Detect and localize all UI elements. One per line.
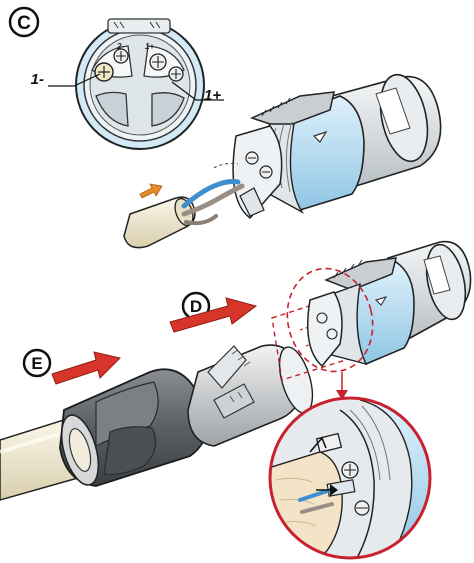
svg-text:2-: 2-: [116, 42, 124, 51]
arrow-mark: [312, 130, 328, 143]
highlight-ellipse: [286, 267, 374, 373]
connector-top: [232, 73, 442, 220]
orange-insert-arrow: [139, 183, 163, 199]
step-d-label: D: [190, 297, 202, 316]
pin-plus-label: 1+: [204, 87, 221, 104]
latch-tab: [107, 18, 171, 34]
step-d-badge: D: [181, 291, 211, 321]
step-e-arrow: [51, 351, 121, 385]
wire-blue: [181, 179, 241, 209]
detail-circle: [268, 396, 432, 560]
step-c-label: C: [17, 13, 31, 34]
step-e-badge: E: [22, 348, 52, 378]
screw-1-minus: [94, 62, 114, 82]
svg-text:1+: 1+: [145, 42, 154, 51]
step-e-label: E: [31, 354, 42, 373]
pin-labels: 1- 1+: [31, 71, 224, 104]
screw-4: [168, 66, 184, 82]
step-c-badge: C: [8, 6, 40, 38]
chuck-clamp: [187, 344, 314, 447]
connector-bottom: [307, 240, 472, 368]
insert-front-view: 2- 1+: [75, 18, 205, 150]
cable-top: [123, 163, 245, 249]
screw-2: [113, 48, 129, 64]
step-d-arrow: [169, 297, 258, 333]
wire-brown: [181, 183, 245, 217]
chuck-nut: [59, 368, 208, 487]
pin-minus-label: 1-: [31, 71, 44, 88]
detail-magnifier: [268, 396, 432, 560]
screw-1-plus: [149, 53, 167, 71]
